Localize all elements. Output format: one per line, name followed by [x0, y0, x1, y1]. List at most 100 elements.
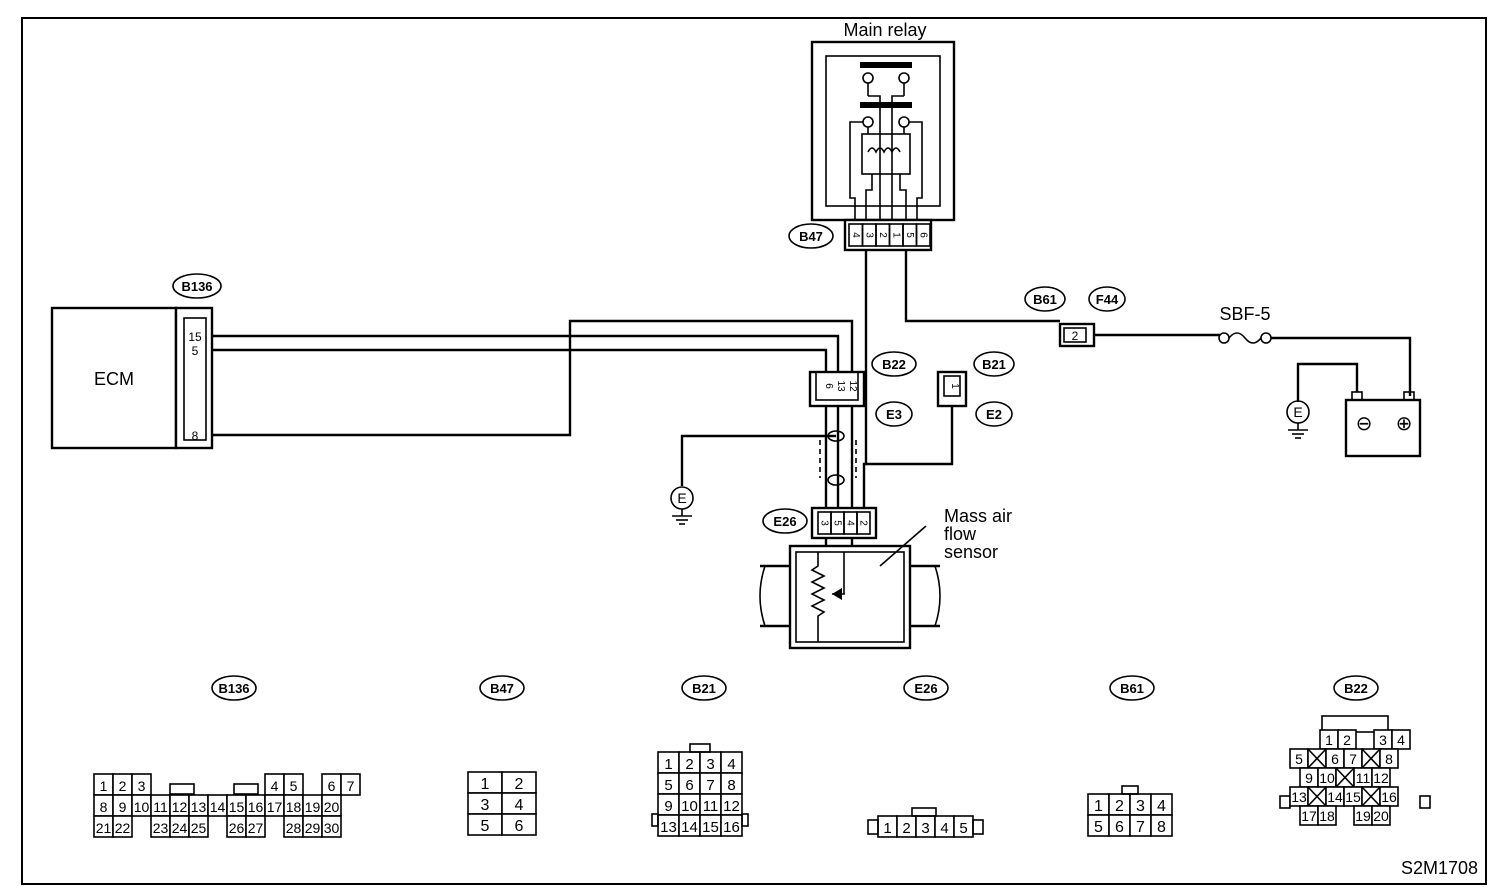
pin-number: 8: [727, 777, 735, 794]
svg-text:B61: B61: [1033, 292, 1057, 307]
ground-right: E: [1286, 400, 1310, 439]
pin-number: 12: [1373, 770, 1389, 786]
pin-number: 10: [1319, 770, 1335, 786]
pin-number: 3: [1379, 732, 1387, 748]
ecm-label: ECM: [94, 369, 134, 389]
pin-number: 30: [324, 820, 340, 836]
pin-number: 6: [328, 778, 336, 794]
pin-number: 1: [100, 778, 108, 794]
svg-text:B61: B61: [1120, 681, 1144, 696]
pin-number: 5: [959, 820, 967, 837]
tag-b21: B21: [973, 351, 1015, 377]
svg-text:B136: B136: [181, 279, 212, 294]
pin-number: 2: [1343, 732, 1351, 748]
pin-number: 17: [267, 799, 283, 815]
tag-b136: B136: [172, 273, 222, 299]
pin-number: 9: [1305, 770, 1313, 786]
svg-text:6: 6: [823, 383, 834, 389]
pin-number: 21: [96, 820, 112, 836]
tag-b136-face: B136: [211, 675, 257, 701]
pin-number: 1: [1325, 732, 1333, 748]
pin-number: 1: [883, 820, 891, 837]
figure-code: S2M1708: [1401, 858, 1478, 878]
pin-number: 10: [681, 798, 698, 815]
tag-b61-face: B61: [1109, 675, 1155, 701]
wire-relay-b61: [904, 250, 1060, 323]
pin-number: 3: [706, 756, 714, 773]
pin-number: 8: [1157, 819, 1166, 836]
relay-pin: 3: [863, 232, 874, 238]
connector-b61: 2: [1058, 322, 1096, 348]
relay-pin: 1: [890, 232, 901, 238]
pin-number: 5: [1295, 751, 1303, 767]
e26-pin: 4: [845, 520, 856, 526]
pin-number: 15: [1345, 789, 1361, 805]
pin-number: 12: [723, 798, 740, 815]
pin-number: 26: [229, 820, 245, 836]
wire-ecm5: [212, 348, 828, 372]
pin-number: 4: [271, 778, 279, 794]
pin-number: 5: [290, 778, 298, 794]
pin-number: 11: [703, 798, 719, 815]
svg-text:B22: B22: [882, 357, 906, 372]
pin-number: 16: [723, 819, 740, 836]
pin-number: 6: [515, 818, 524, 835]
pin-number: 2: [119, 778, 127, 794]
pin-number: 25: [191, 820, 207, 836]
ground-left: E: [670, 486, 694, 525]
pin-number: 11: [1356, 770, 1371, 786]
connector-b22: 6 13 12: [808, 370, 866, 408]
pin-number: 19: [1355, 808, 1371, 824]
pin-number: 2: [515, 776, 524, 793]
pin-number: 9: [664, 798, 672, 815]
ecm: ECM 15 5 8: [50, 306, 214, 450]
main-relay-label: Main relay: [843, 20, 926, 40]
pin-number: 13: [191, 799, 207, 815]
tag-b21-face: B21: [681, 675, 727, 701]
wire-ecm8: [212, 319, 854, 437]
pin-number: 2: [685, 756, 693, 773]
ecm-pin-5: 5: [192, 344, 199, 358]
pin-number: 22: [115, 820, 131, 836]
pin-number: 7: [706, 777, 714, 794]
pin-number: 5: [664, 777, 672, 794]
pin-number: 14: [681, 819, 698, 836]
pin-number: 15: [229, 799, 245, 815]
maf-label-1: Mass air: [944, 506, 1012, 526]
pin-number: 4: [940, 820, 948, 837]
relay-pin: 5: [904, 232, 915, 238]
mass-air-flow-sensor: Mass air flow sensor: [759, 506, 1012, 650]
pin-number: 4: [1157, 798, 1166, 815]
tag-b47-face: B47: [479, 675, 525, 701]
pin-number: 4: [727, 756, 735, 773]
svg-text:B47: B47: [799, 229, 823, 244]
svg-text:E: E: [677, 490, 686, 506]
pin-number: 16: [248, 799, 264, 815]
relay-pin: 2: [877, 232, 888, 238]
pin-number: 6: [685, 777, 693, 794]
pin-number: 9: [119, 799, 127, 815]
pin-number: 2: [902, 820, 910, 837]
diagram-frame: [21, 17, 1487, 885]
pin-number: 19: [305, 799, 321, 815]
pin-number: 7: [1136, 819, 1145, 836]
svg-text:B22: B22: [1344, 681, 1368, 696]
ecm-pin-15: 15: [188, 330, 202, 344]
pin-number: 14: [210, 799, 226, 815]
e26-pin: 3: [819, 520, 830, 526]
tag-e26-top: E26: [762, 508, 808, 534]
svg-text:1: 1: [949, 383, 960, 389]
pin-number: 23: [153, 820, 169, 836]
maf-label-2: flow: [944, 524, 977, 544]
pin-number: 24: [172, 820, 188, 836]
pin-number: 7: [1349, 751, 1357, 767]
pin-number: 3: [921, 820, 929, 837]
pin-number: 15: [702, 819, 719, 836]
pin-number: 18: [1319, 808, 1335, 824]
